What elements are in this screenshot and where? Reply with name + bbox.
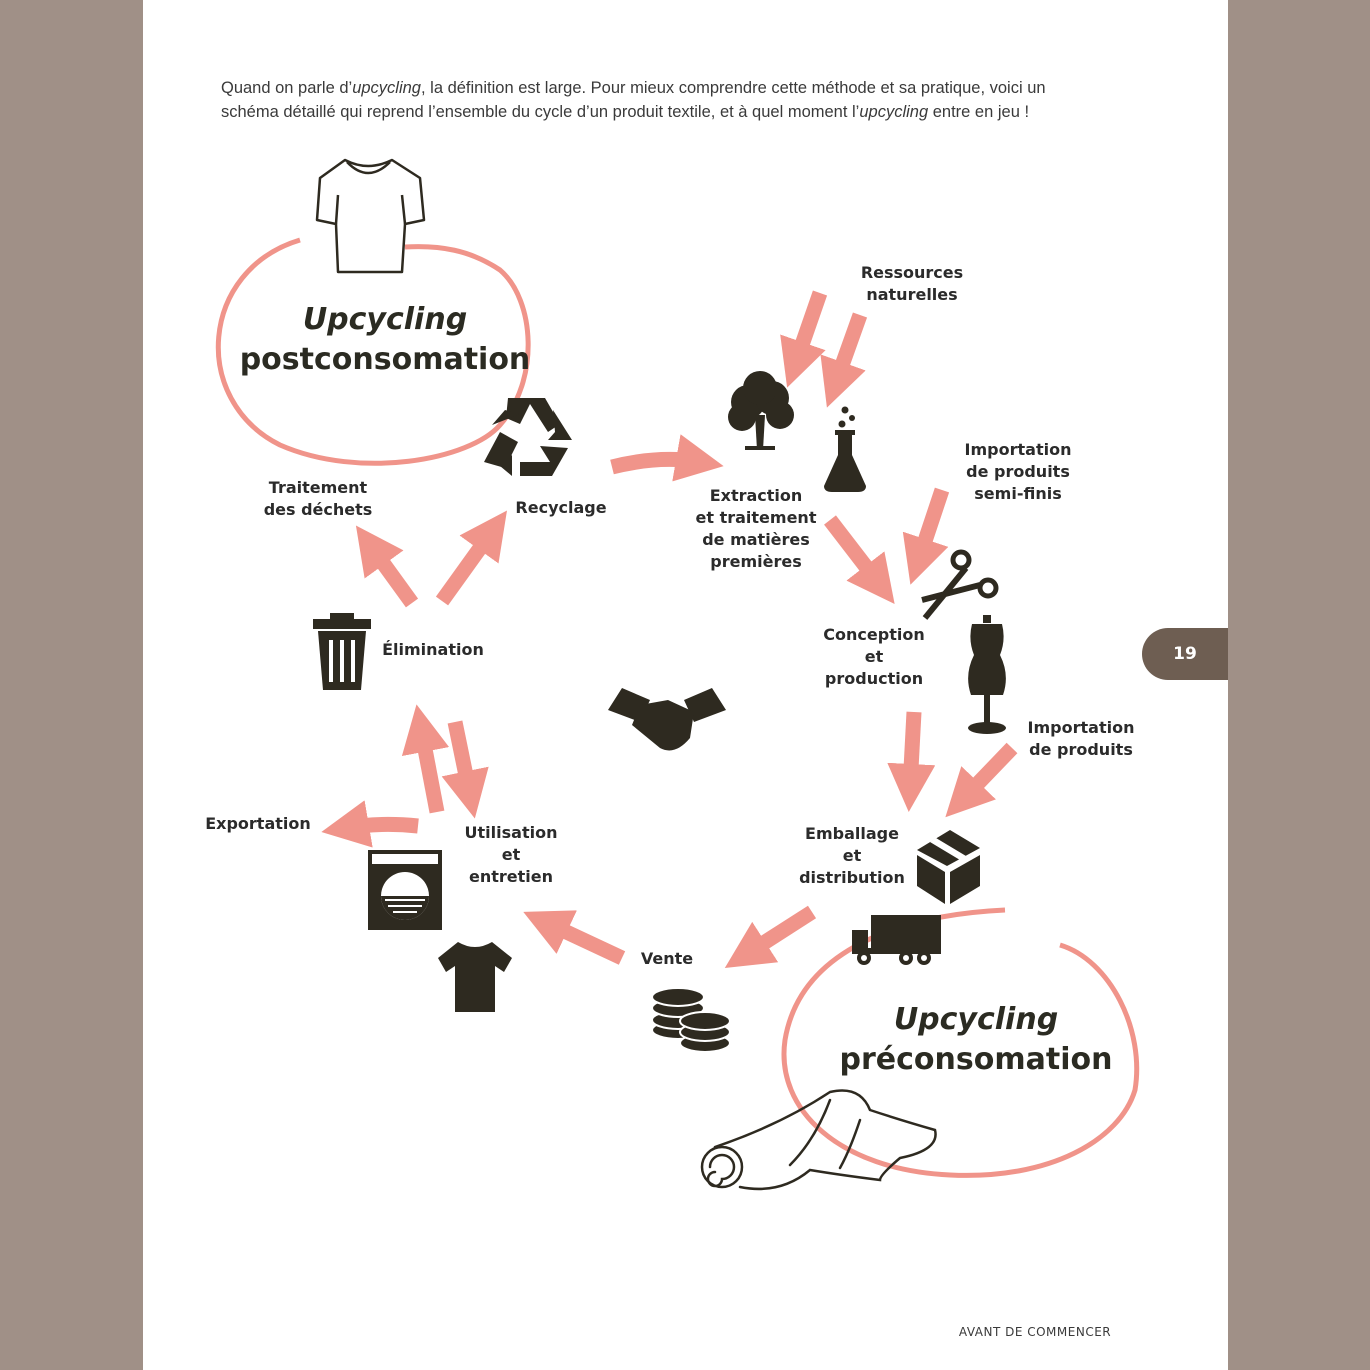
label-sale: Vente [640,949,694,968]
box-icon [917,830,980,904]
intro-text: Quand on parle d’upcycling, la définitio… [221,79,1046,121]
arrow-sale-use [523,910,626,965]
running-footer: AVANT DE COMMENCER [958,1325,1112,1339]
trash-icon [313,613,371,690]
arrow-elimination-treatment [355,525,419,608]
handshake-icon [608,688,726,751]
recycle-icon [484,398,572,476]
washing-machine-icon [368,850,442,930]
arrow-resources-1 [780,290,828,388]
label-elimination: Élimination [382,640,484,659]
fabric-roll-icon [700,1089,937,1191]
coins-icon [651,987,731,1053]
arrow-extraction-production [824,515,895,605]
arrow-import-packaging [945,742,1018,818]
arrow-packaging-sale [724,905,817,968]
arrow-use-elimination [401,704,450,814]
arrow-elimination-recycling [435,510,508,606]
label-export: Exportation [205,814,311,833]
page-number-tab: 19 [1142,628,1228,680]
postconsumption-loop [215,237,531,466]
arrow-use-export [321,800,419,848]
arrow-semi-finished [902,487,950,585]
arrow-elimination-use [441,720,489,819]
arrow-resources-2 [820,312,868,408]
label-recycling: Recyclage [515,498,607,517]
tree-icon [728,371,794,450]
tshirt-icon [438,942,512,1012]
arrow-recycling-extraction [610,434,724,482]
postconsumption-title: Upcycling postconsomation [239,302,531,377]
mannequin-icon [968,615,1006,734]
flask-icon [824,406,866,492]
preconsumption-title: Upcycling préconsomation [839,1002,1113,1077]
arrow-production-packaging [887,711,936,812]
truck-icon [852,915,941,965]
preconsumption-loop [781,907,1140,1178]
tshirt-outline-icon [315,158,426,274]
scissors-icon [921,549,999,620]
